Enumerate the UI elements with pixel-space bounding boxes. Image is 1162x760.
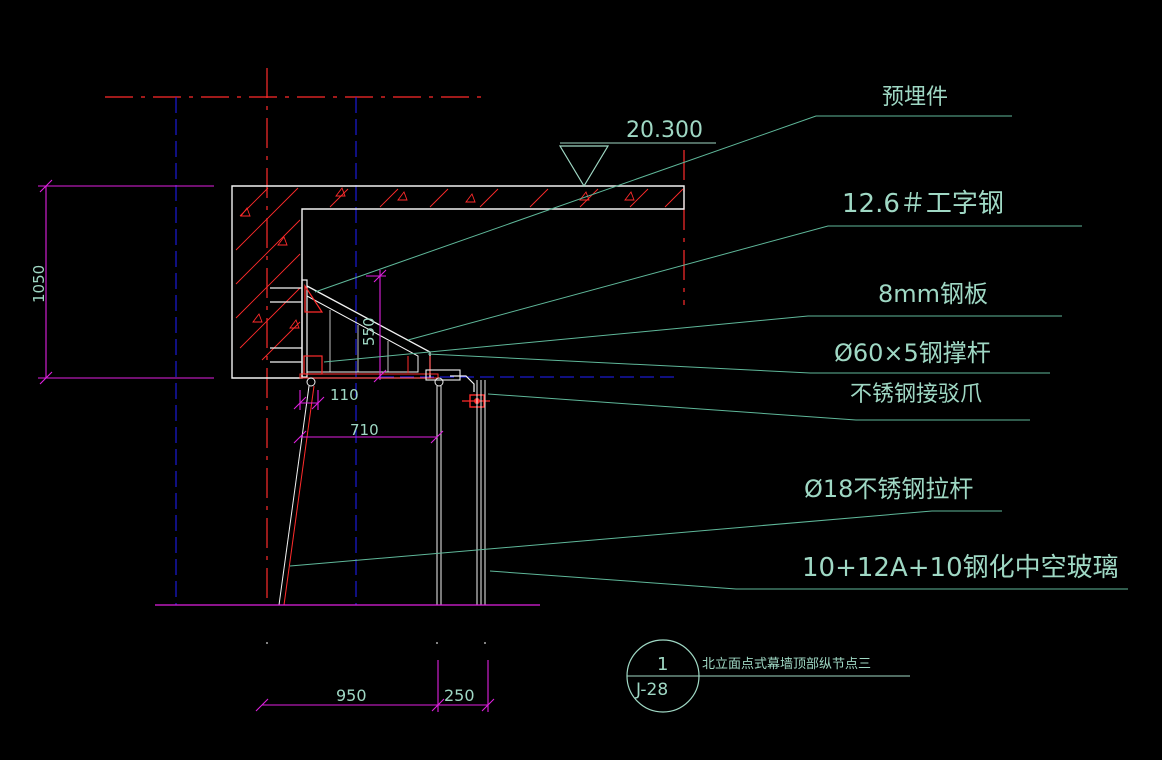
rod-left-inner [283, 385, 315, 606]
leader-claw [487, 393, 1030, 421]
glass-assembly [462, 380, 490, 605]
axis-lines [105, 68, 685, 605]
title-block: 1 J-28 北立面点式幕墙顶部纵节点三 [626, 639, 910, 713]
pin-right [434, 377, 444, 387]
concrete-beam [231, 185, 685, 379]
label-claw: 不锈钢接驳爪 [850, 382, 982, 407]
pin-left [306, 377, 316, 387]
dim-710: 710 [350, 421, 379, 439]
steel-bracket [299, 279, 475, 392]
elevation-marker: 20.300 [558, 118, 716, 188]
beam-outline [231, 185, 685, 379]
embed-plate [301, 279, 308, 378]
detail-number: 1 [657, 654, 668, 675]
label-plate: 8mm钢板 [878, 280, 988, 308]
leaders [289, 115, 1128, 590]
red-bracket-detail-top [304, 283, 324, 313]
label-rod: Ø18不锈钢拉杆 [804, 475, 973, 503]
tension-rods [278, 385, 442, 606]
leader-plate [323, 315, 1062, 363]
rod-left-outer [278, 385, 310, 606]
bracket-inner [306, 295, 419, 373]
detail-sheet: J-28 [635, 680, 668, 700]
label-embed: 预埋件 [882, 85, 948, 110]
dim-110: 110 [330, 386, 359, 404]
leader-rod [289, 510, 1002, 567]
leader-ibeam [407, 225, 1082, 341]
anchor-bolts [270, 287, 302, 363]
claw-arm [450, 375, 475, 392]
dim-250: 250 [444, 686, 475, 705]
dim-950: 950 [336, 686, 367, 705]
leader-embed [314, 115, 1012, 293]
dimensions [38, 179, 495, 712]
concrete-hatch [235, 187, 684, 361]
label-glass: 10+12A+10钢化中空玻璃 [802, 553, 1119, 583]
label-strut: Ø60×5钢撑杆 [834, 339, 991, 367]
dim-550: 550 [360, 317, 378, 346]
leader-strut [427, 353, 1050, 374]
leader-glass [489, 570, 1128, 590]
label-ibeam: 12.6＃工字钢 [842, 189, 1004, 219]
red-strip-bottom [299, 373, 439, 379]
dim-1050: 1050 [30, 265, 48, 303]
dimension-dots [266, 642, 486, 644]
elevation-value: 20.300 [626, 118, 703, 143]
detail-title: 北立面点式幕墙顶部纵节点三 [702, 657, 871, 672]
